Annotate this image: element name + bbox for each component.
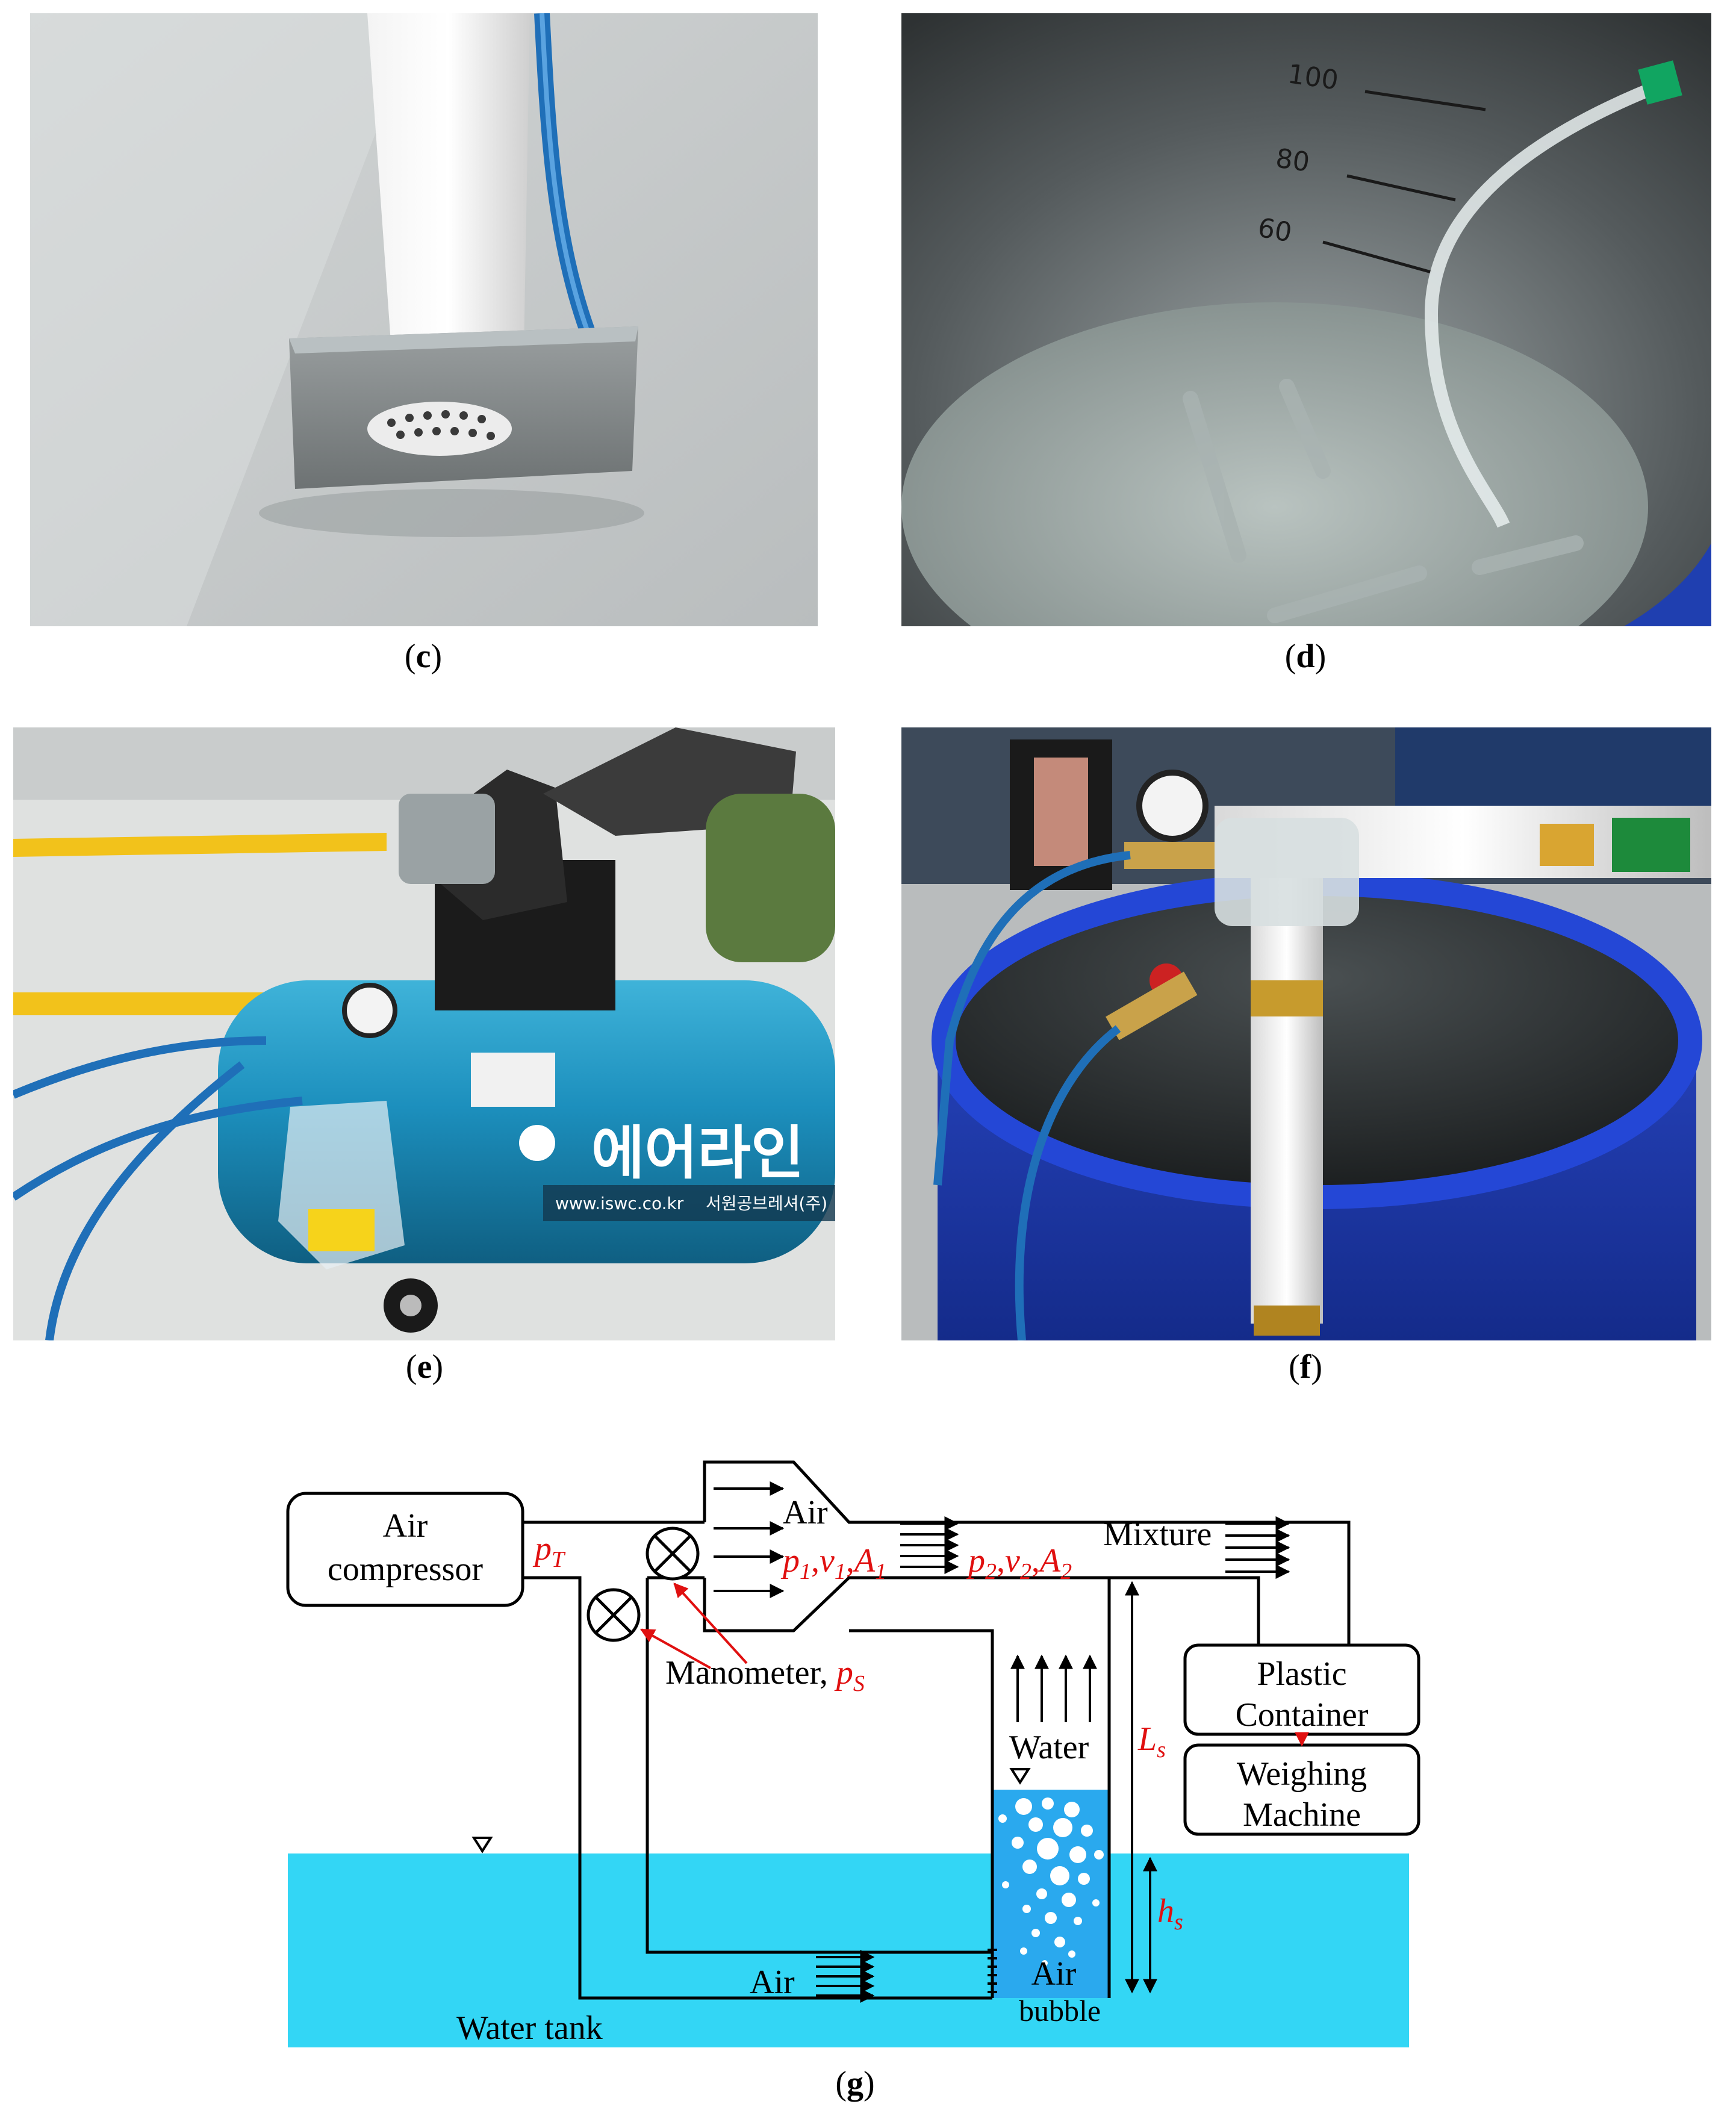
caption-d: (d) xyxy=(1284,638,1327,675)
scale-mark-80: 80 xyxy=(1274,143,1311,178)
water-tank-label: Water tank xyxy=(456,2009,603,2047)
plastic-label-line1: Plastic xyxy=(1257,1655,1346,1693)
Ls-label: Ls xyxy=(1137,1720,1166,1763)
caption-c: (c) xyxy=(404,638,443,675)
photo-f xyxy=(901,727,1711,1340)
scale-mark-60: 60 xyxy=(1255,213,1294,249)
photo-c xyxy=(30,13,818,626)
flow-arrows-air-bottom xyxy=(816,1950,875,2003)
tank-maker-text: 서원공브레셔(주) xyxy=(706,1194,827,1213)
aerator-holes xyxy=(988,1949,997,1993)
valve-upper xyxy=(646,1527,700,1581)
flow-arrows-mixture xyxy=(1225,1516,1290,1579)
caption-e: (e) xyxy=(405,1348,444,1386)
air-bubble-label-line2: bubble xyxy=(1019,1994,1101,2028)
weigh-label-line1: Weighing xyxy=(1237,1755,1367,1793)
weigh-label-line2: Machine xyxy=(1243,1796,1361,1834)
water-level-triangle-tank xyxy=(471,1837,493,1853)
air-bubble-label-line1: Air xyxy=(1031,1955,1077,1993)
air-bubbles xyxy=(998,1797,1104,1966)
water-tank xyxy=(288,1853,1409,2047)
caption-g: (g) xyxy=(835,2065,875,2102)
mixture-label: Mixture xyxy=(1103,1516,1212,1553)
water-label: Water xyxy=(1009,1729,1089,1766)
scale-mark-100: 100 xyxy=(1286,58,1340,96)
p1v1A1-label: p1,v1,A1 xyxy=(780,1542,886,1584)
valve-lower xyxy=(586,1588,641,1642)
air-bottom-label: Air xyxy=(750,1964,795,2001)
p2v2A2-label: p2,v2,A2 xyxy=(966,1542,1072,1584)
compressor-label-line1: Air xyxy=(383,1507,428,1545)
photo-d: 100 80 60 xyxy=(901,13,1711,626)
manometer-label: Manometer, pS xyxy=(665,1654,865,1696)
hs-label: hs xyxy=(1157,1893,1183,1935)
compressor-label-line2: compressor xyxy=(328,1551,484,1588)
tank-url-text: www.iswc.co.kr xyxy=(555,1194,684,1213)
water-level-triangle-riser xyxy=(1009,1768,1031,1785)
photo-e: 에어라인 www.iswc.co.kr 서원공브레셔(주) xyxy=(13,727,835,1340)
manometer-pointer-arrows xyxy=(639,1583,748,1669)
flow-arrows-inlet xyxy=(714,1481,785,1598)
plastic-label-line2: Container xyxy=(1236,1696,1369,1734)
riser-water-column xyxy=(992,1790,1109,1998)
flow-arrows-water xyxy=(1010,1654,1097,1722)
pT-label: pT xyxy=(532,1530,566,1572)
caption-f: (f) xyxy=(1289,1348,1322,1386)
air-compressor-box xyxy=(286,1492,524,1607)
air-top-label: Air xyxy=(783,1494,828,1531)
schematic-diagram: Air compressor Air Mixture Manometer, pS… xyxy=(286,1460,1420,2047)
flow-arrows-middle xyxy=(900,1516,959,1574)
tank-brand-text: 에어라인 xyxy=(591,1119,804,1187)
